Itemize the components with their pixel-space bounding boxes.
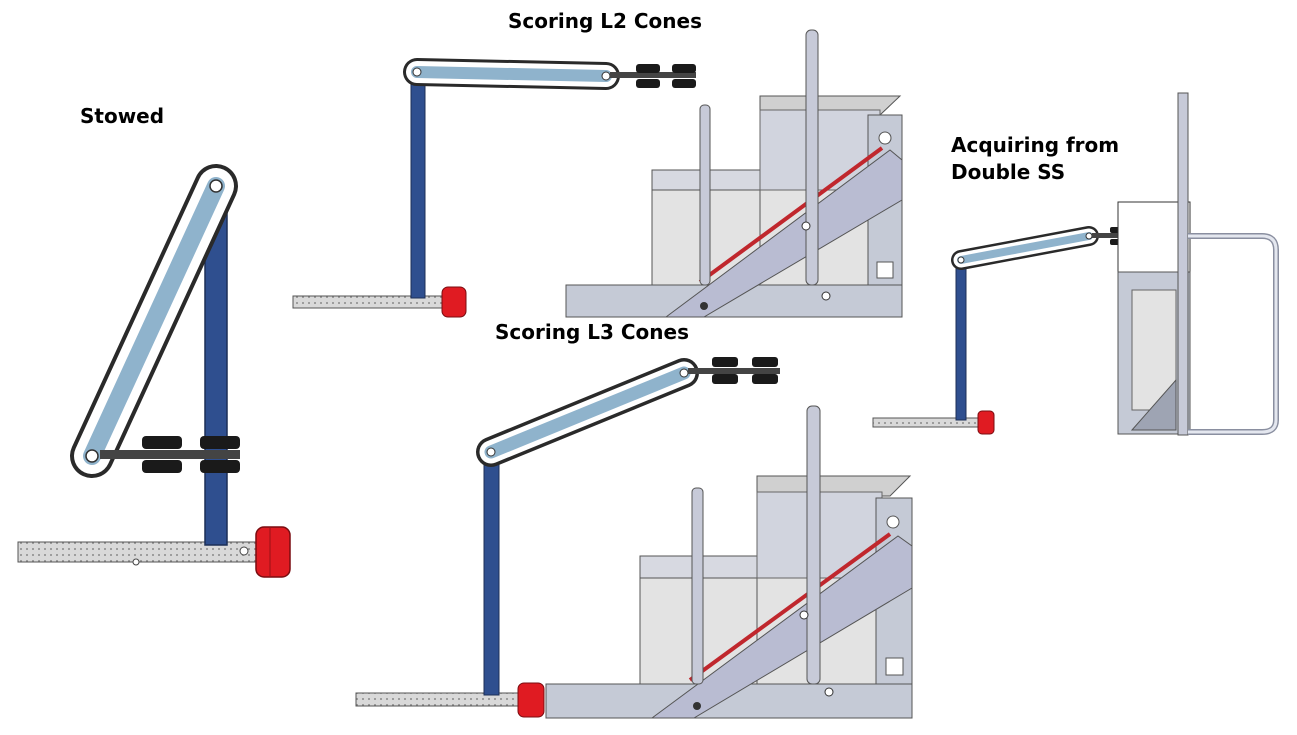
scoring-l2-configuration xyxy=(292,29,903,318)
tower-column xyxy=(483,449,500,696)
roller-wheel-icon xyxy=(636,79,660,88)
stowed-label: Stowed xyxy=(80,104,165,128)
cone-pole xyxy=(805,29,819,286)
double-substation xyxy=(1117,92,1279,436)
rail-bolt-icon xyxy=(132,558,140,566)
l2-arm xyxy=(411,66,612,82)
rail-pivot-icon xyxy=(239,546,249,556)
cone-pole xyxy=(699,104,711,286)
scoring-grid-l3 xyxy=(545,405,913,719)
scoring-l2-label: Scoring L2 Cones xyxy=(508,9,702,33)
roller-wheel-icon xyxy=(200,436,240,449)
cone-pole xyxy=(691,487,704,685)
l3-arm xyxy=(484,366,691,459)
tower-column xyxy=(955,257,967,421)
substation-railing xyxy=(1188,233,1279,435)
roller-wheel-icon xyxy=(142,436,182,449)
roller-wheel-icon xyxy=(672,79,696,88)
roller-wheel-icon xyxy=(752,374,778,384)
acquiring-configuration xyxy=(872,92,1279,436)
gripper-block-icon xyxy=(977,410,995,435)
gripper-block-icon xyxy=(517,682,545,718)
gripper-block-icon xyxy=(255,526,291,578)
stowed-arm xyxy=(83,177,225,465)
tower-column xyxy=(410,71,426,299)
acquiring-label: Acquiring from Double SS xyxy=(951,133,1120,184)
gripper-block-icon xyxy=(441,286,467,318)
roller-wheel-icon xyxy=(636,64,660,73)
scoring-l3-label: Scoring L3 Cones xyxy=(495,320,689,344)
roller-wheel-icon xyxy=(200,460,240,473)
roller-wheel-icon xyxy=(712,374,738,384)
roller-wheel-icon xyxy=(142,460,182,473)
substation-post xyxy=(1177,92,1189,436)
roller-wheel-icon xyxy=(672,64,696,73)
scoring-grid-l2 xyxy=(565,29,903,318)
pivot-pulley-icon xyxy=(85,449,99,463)
stowed-configuration xyxy=(17,164,291,578)
roller-wheel-icon xyxy=(712,357,738,367)
pivot-pulley-icon xyxy=(209,179,223,193)
cone-pole xyxy=(806,405,821,685)
scoring-l3-configuration xyxy=(355,357,913,719)
acquiring-arm xyxy=(957,232,1093,264)
roller-wheel-icon xyxy=(752,357,778,367)
